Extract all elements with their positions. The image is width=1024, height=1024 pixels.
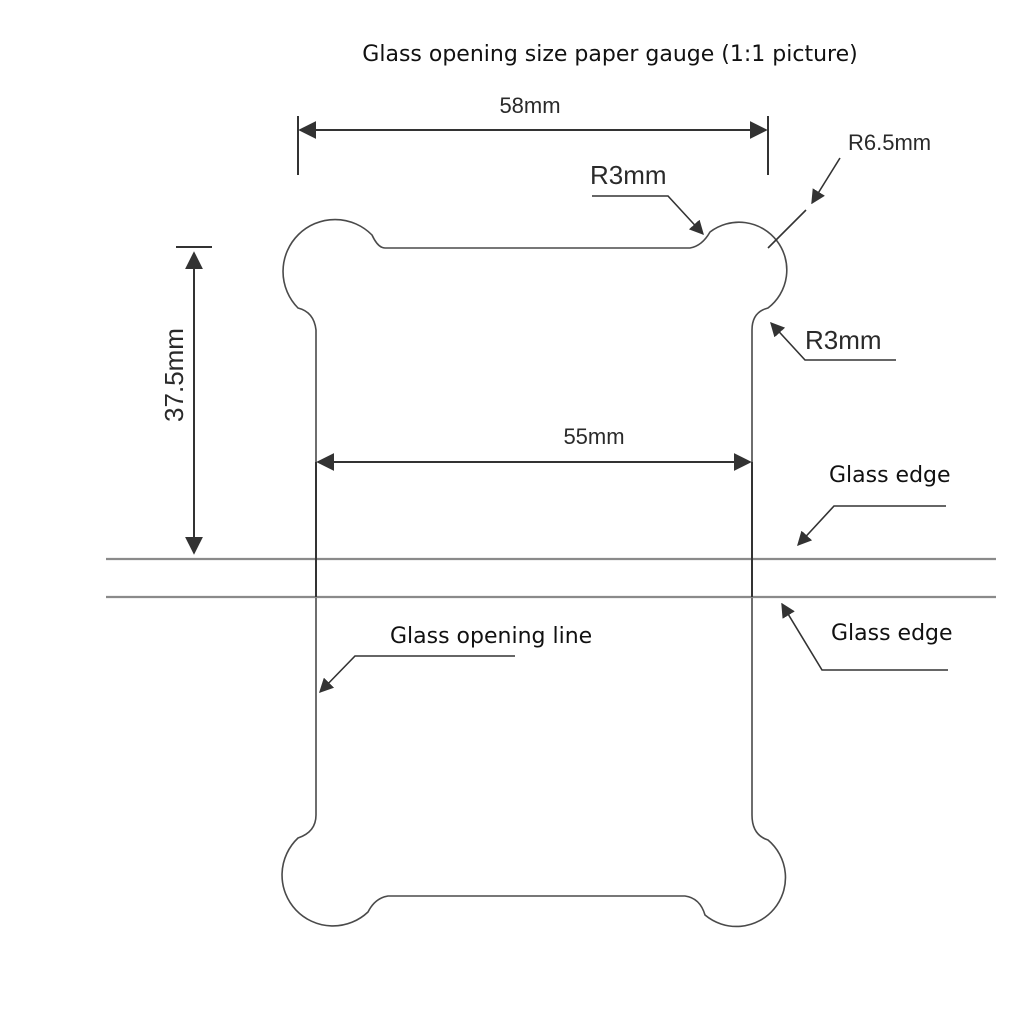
dim-37-label: 37.5mm (159, 328, 189, 422)
glass-edge-upper-leader (797, 505, 946, 547)
glass-edge-lower-label: Glass edge (831, 621, 953, 646)
radius-large-radius-line (767, 209, 807, 249)
radius-corner-label: R3mm (805, 325, 882, 355)
glass-edge-lower-leader (781, 602, 948, 671)
radius-notch-leader (592, 195, 704, 236)
dim-55-label: 55mm (563, 424, 624, 449)
radius-notch-label: R3mm (590, 160, 667, 190)
radius-large-leader (811, 157, 841, 205)
glass-opening-line-leader (318, 655, 515, 694)
radius-large-label: R6.5mm (848, 130, 931, 155)
glass-edge-upper-label: Glass edge (829, 463, 951, 488)
glass-opening-line-label: Glass opening line (390, 624, 592, 649)
dim-58-label: 58mm (499, 93, 560, 118)
gauge-outline (281, 218, 788, 928)
diagram-title: Glass opening size paper gauge (1:1 pict… (362, 42, 857, 67)
radius-corner-leader (770, 321, 896, 361)
